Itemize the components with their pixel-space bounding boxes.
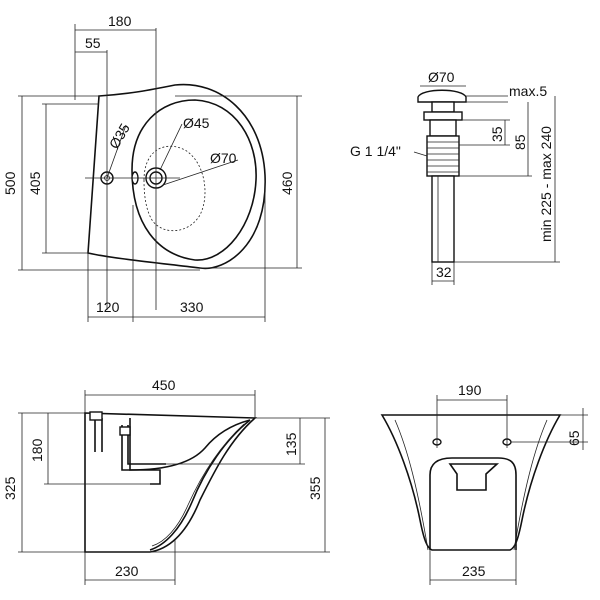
side-view-bowl-shell-inner (151, 423, 245, 547)
height-range-label: min 225 - max 240 (538, 126, 554, 242)
dia-45-label: Ø45 (183, 115, 210, 131)
drain-pipe (431, 175, 455, 263)
dia-45-leader (159, 123, 183, 171)
dim-65-label: 65 (566, 430, 582, 446)
front-view-right-wing (513, 419, 548, 551)
drain-thread-body (426, 135, 460, 177)
drain-collar (429, 119, 457, 137)
dim-460-label: 460 (279, 171, 295, 195)
dim-235-label: 235 (462, 563, 486, 579)
dim-32-label: 32 (436, 264, 452, 280)
front-view: 190 65 235 (380, 382, 588, 585)
dim-190-label: 190 (458, 382, 482, 398)
drain-neck (431, 101, 455, 113)
side-view-trap (94, 418, 166, 485)
top-view: 180 55 Ø35 Ø45 Ø70 500 405 460 (2, 13, 302, 322)
dim-85-label: 85 (512, 134, 528, 150)
dim-120-label: 120 (96, 299, 120, 315)
side-view: 450 325 180 135 355 230 (2, 377, 330, 585)
drain-view: Ø70 max.5 G 1 1/4" 35 (350, 69, 560, 285)
thread-leader (413, 151, 428, 157)
drain-thread-lines (427, 141, 459, 173)
dim-355-label: 355 (307, 476, 323, 500)
dia-35-leader (106, 124, 127, 179)
dim-500-label: 500 (2, 171, 18, 195)
max5-label: max.5 (509, 83, 547, 99)
front-view-pedestal (429, 457, 517, 550)
side-view-tap-stub (89, 411, 103, 421)
top-view-basin-outline (87, 83, 266, 270)
front-view-left-wing (394, 419, 429, 551)
drain-flange (423, 111, 463, 121)
top-view-bowl-rim (131, 99, 257, 261)
dim-180-label: 180 (108, 13, 132, 29)
dim-330-label: 330 (180, 299, 204, 315)
dim-135-label: 135 (283, 432, 299, 456)
dim-405-label: 405 (27, 171, 43, 195)
side-view-outline (84, 412, 258, 553)
drain-dia-70-label: Ø70 (428, 69, 455, 85)
front-view-outline (380, 414, 562, 551)
top-view-bowl-depression (143, 145, 206, 232)
dim-55-label: 55 (85, 35, 101, 51)
side-view-bowl-shell (149, 419, 251, 551)
dim-325-label: 325 (2, 476, 18, 500)
dia-70-label: Ø70 (210, 150, 237, 166)
thread-label: G 1 1/4" (350, 143, 401, 159)
dim-230-label: 230 (115, 563, 139, 579)
dim-180-side-label: 180 (29, 438, 45, 462)
front-view-trap (448, 463, 500, 491)
dia-35-label: Ø35 (106, 120, 133, 151)
side-view-overflow-stub (119, 426, 131, 436)
dim-450-label: 450 (152, 377, 176, 393)
drain-cap (417, 89, 467, 103)
dim-35-label: 35 (489, 126, 505, 142)
dia-70-leader (162, 159, 239, 186)
